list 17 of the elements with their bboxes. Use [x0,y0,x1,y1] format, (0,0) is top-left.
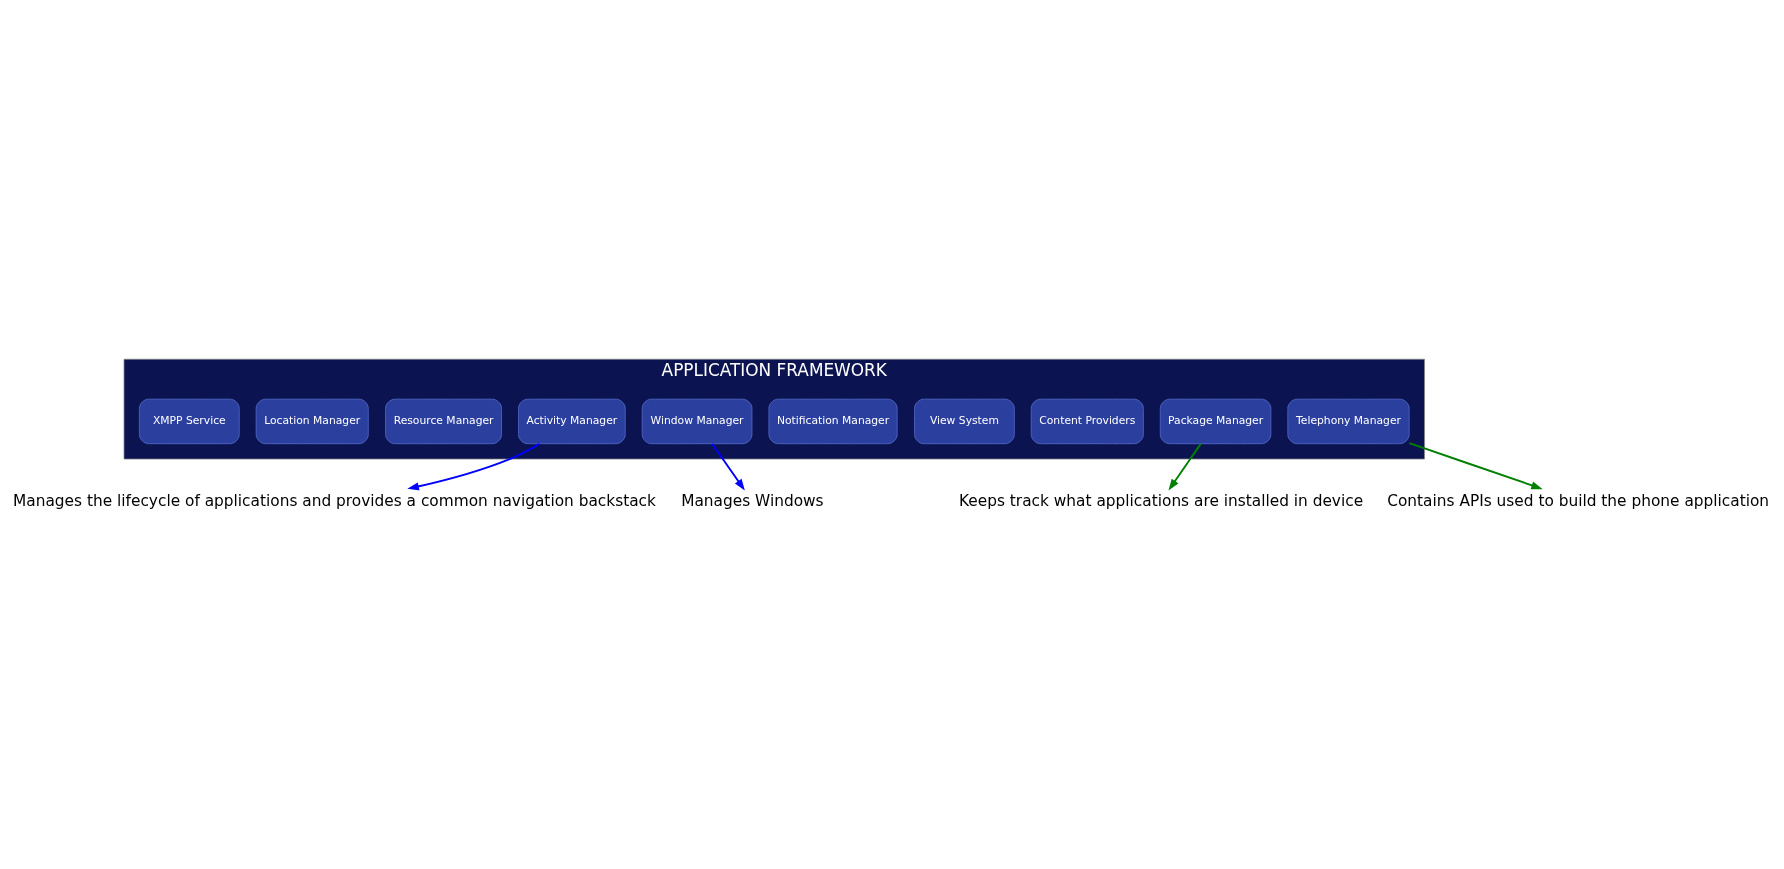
node-box: Content Providers [1030,398,1144,445]
node-box: Package Manager [1159,398,1272,445]
node-text: Manages the lifecycle of applications and provides a common navigation backstack [13,491,656,510]
node-box: Telephony Manager [1287,398,1410,445]
arrow [1408,442,1543,490]
node-text: Manages Windows [681,491,824,510]
node-box: Activity Manager [518,398,626,445]
node-box: XMPP Service [139,398,240,445]
node-text: Contains APIs used to build the phone application [1387,491,1770,510]
node-box: Window Manager [641,398,753,445]
node-box: Notification Manager [768,398,898,445]
node-text: Keeps track what applications are installed in device [958,491,1364,510]
arrow [1168,442,1202,491]
node-box: View System [914,398,1015,445]
arrow [711,442,745,491]
node-box: Resource Manager [385,398,502,445]
node-box: Location Manager [255,398,369,445]
